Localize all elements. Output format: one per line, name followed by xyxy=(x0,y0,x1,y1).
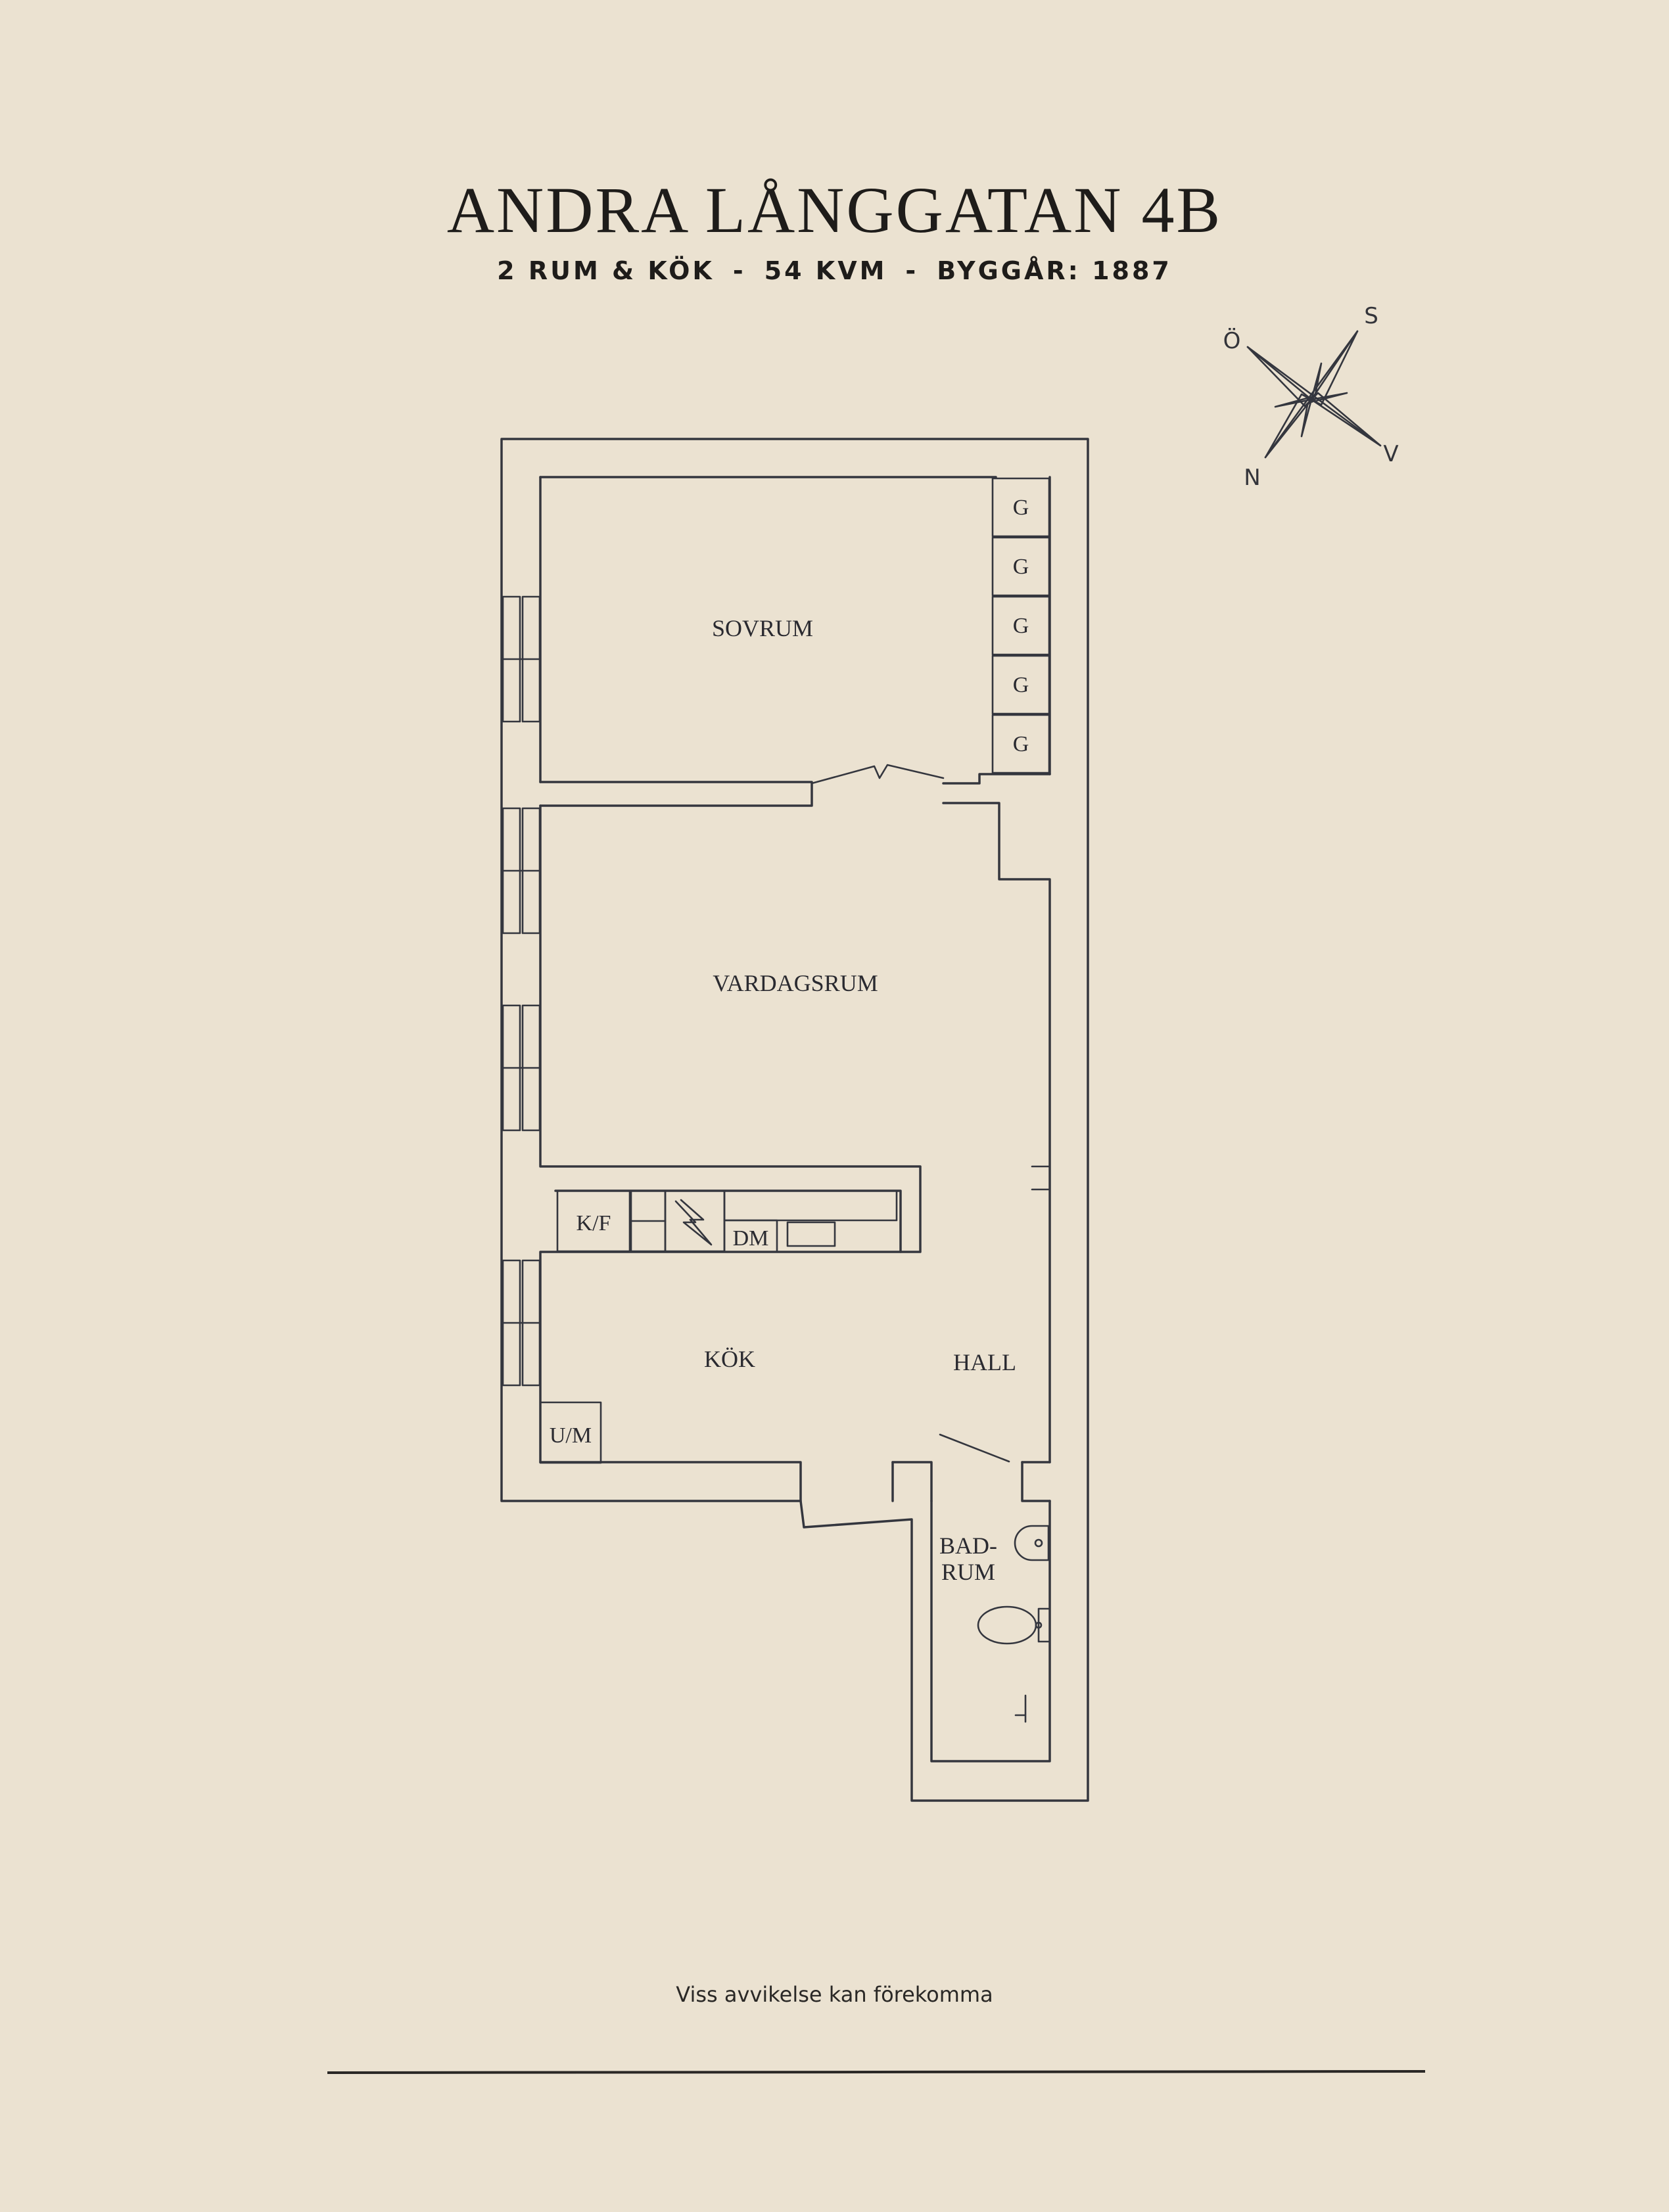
page-title: ANDRA LÅNGGATAN 4B xyxy=(446,173,1223,246)
label-hall: HALL xyxy=(953,1349,1016,1375)
room-count: 2 RUM & KÖK xyxy=(497,256,715,285)
disclaimer: Viss avvikelse kan förekomma xyxy=(676,1982,993,2007)
footer-rule xyxy=(327,2070,1425,2074)
separator: - xyxy=(732,256,746,285)
wardrobe-2: G xyxy=(1013,555,1029,579)
windows xyxy=(502,595,541,1387)
label-vardagsrum: VARDAGSRUM xyxy=(713,970,878,996)
wardrobe-1: G xyxy=(1013,495,1029,520)
label-oven-microwave: U/M xyxy=(550,1423,592,1448)
wardrobe-column: G G G G G xyxy=(991,477,1050,774)
compass-west-label: V xyxy=(1383,441,1398,467)
label-fridge-freezer: K/F xyxy=(576,1211,611,1235)
compass-north-label: N xyxy=(1244,465,1260,491)
room-kok: U/M KÖK HALL xyxy=(539,1346,1051,1502)
outer-walls xyxy=(500,438,1089,1802)
property-summary: 2 RUM & KÖK-54 KVM-BYGGÅR: 1887 xyxy=(0,256,1669,285)
compass-south-label: S xyxy=(1364,303,1378,329)
label-badrum-line1: BAD- xyxy=(939,1532,997,1559)
compass-rose-icon: S Ö V N xyxy=(1223,303,1399,491)
label-dishwasher: DM xyxy=(733,1226,769,1251)
label-badrum-line2: RUM xyxy=(941,1559,995,1585)
kitchen-counter: K/F DM xyxy=(554,1189,902,1253)
compass-east-label: Ö xyxy=(1223,327,1241,354)
wardrobe-5: G xyxy=(1013,732,1029,756)
label-sovrum: SOVRUM xyxy=(712,615,813,641)
label-kok: KÖK xyxy=(704,1346,755,1372)
living-area: 54 KVM xyxy=(764,256,887,285)
room-badrum: BAD- RUM xyxy=(891,1461,1051,1763)
wardrobe-4: G xyxy=(1013,673,1029,697)
separator: - xyxy=(905,256,919,285)
build-year: BYGGÅR: 1887 xyxy=(937,256,1172,285)
wardrobe-3: G xyxy=(1013,614,1029,638)
room-sovrum: SOVRUM xyxy=(539,476,1051,807)
